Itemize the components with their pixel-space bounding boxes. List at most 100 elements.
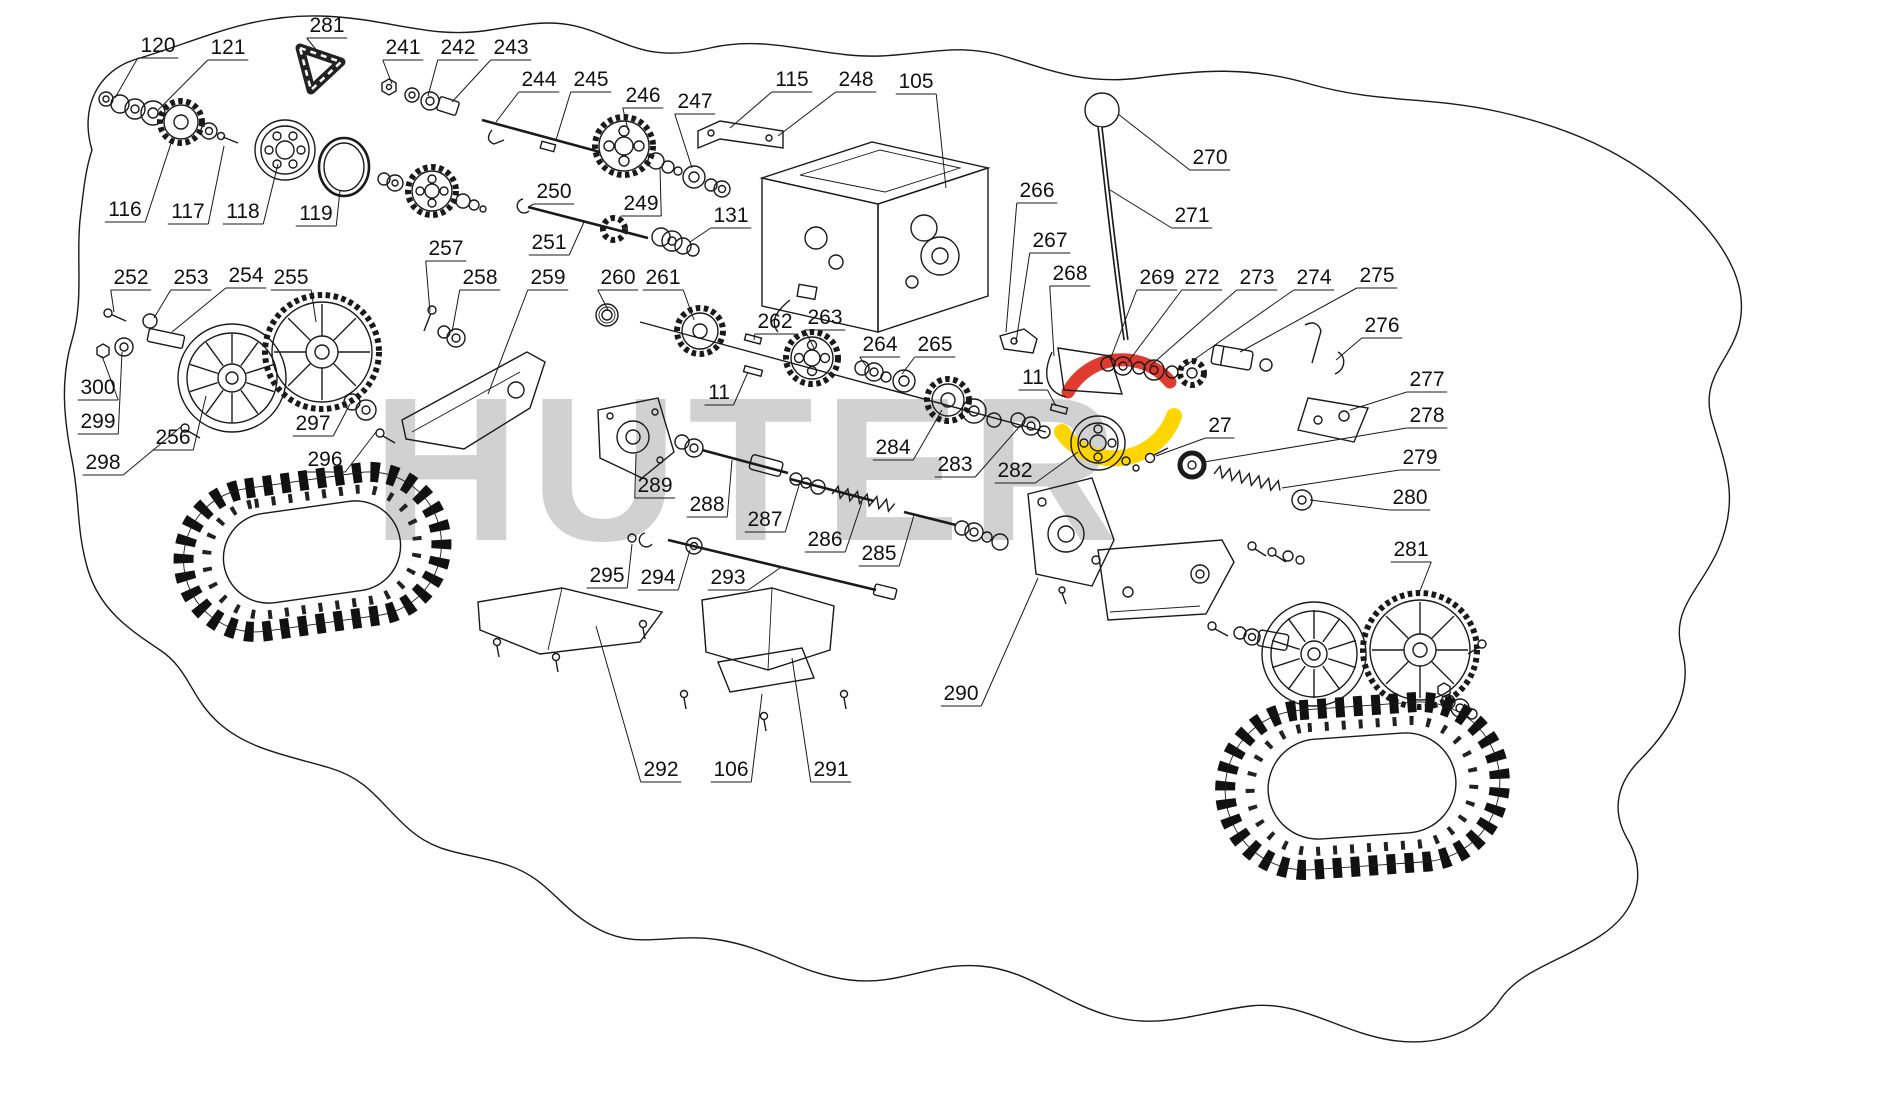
part-label-117: 117 (171, 200, 204, 223)
right-road-wheel (1207, 601, 1367, 707)
leader-line-106 (750, 693, 763, 783)
leader-line-259 (487, 289, 529, 395)
part-label-267: 267 (1032, 229, 1067, 252)
part-label-282: 282 (997, 459, 1032, 482)
part-label-246: 246 (625, 84, 660, 107)
part-label-259: 259 (530, 266, 565, 289)
leader-line-257 (425, 260, 431, 313)
part-label-266: 266 (1019, 179, 1054, 202)
part-label-106: 106 (713, 758, 748, 781)
leader-line-290 (980, 577, 1039, 707)
leader-line-131 (689, 227, 712, 243)
leader-line-268 (1049, 285, 1055, 357)
part-label-118: 118 (226, 200, 259, 223)
leader-line-286 (844, 501, 863, 553)
leader-line-255 (310, 289, 317, 323)
leader-line-121 (157, 59, 209, 111)
leader-line-273 (1149, 289, 1238, 367)
part-label-273: 273 (1239, 266, 1274, 289)
leader-line-248 (777, 91, 837, 137)
part-label-120: 120 (140, 34, 175, 57)
leader-line-266 (1005, 202, 1018, 333)
part-label-258: 258 (462, 266, 497, 289)
part-label-278: 278 (1409, 404, 1444, 427)
leader-line-281 (1417, 561, 1432, 597)
part-label-277: 277 (1409, 368, 1444, 391)
transmission-axle-parts (595, 303, 1047, 433)
part-label-299: 299 (80, 410, 115, 433)
leader-line-246 (622, 107, 629, 131)
part-label-248: 248 (838, 68, 873, 91)
part-label-119: 119 (299, 202, 332, 225)
part-label-285: 285 (861, 542, 896, 565)
part-label-296: 296 (307, 448, 342, 471)
part-label-121: 121 (210, 36, 245, 59)
leader-line-300 (101, 355, 119, 401)
part-label-265: 265 (917, 333, 952, 356)
part-label-295: 295 (589, 564, 624, 587)
lever-shaft-parts (1100, 322, 1345, 388)
leader-line-279 (1281, 469, 1400, 489)
part-label-288: 288 (689, 493, 724, 516)
leader-line-250 (529, 203, 534, 207)
part-label-300: 300 (80, 376, 115, 399)
leader-line-277 (1349, 391, 1407, 411)
part-label-261: 261 (645, 266, 680, 289)
leader-line-283 (974, 425, 1021, 478)
part-label-280: 280 (1392, 486, 1427, 509)
part-label-294: 294 (640, 566, 675, 589)
leader-line-288 (726, 459, 733, 518)
leader-line-267 (1015, 252, 1031, 343)
leader-line-297 (332, 403, 351, 437)
part-label-256: 256 (155, 426, 190, 449)
part-label-257: 257 (428, 237, 463, 260)
leader-line-282 (1034, 451, 1079, 484)
part-label-275: 275 (1359, 264, 1394, 287)
leader-line-115 (729, 91, 773, 129)
leader-line-105 (935, 93, 947, 189)
left-drive-sprocket (262, 292, 382, 412)
leader-line-245 (555, 91, 572, 141)
leader-line-254 (171, 287, 227, 333)
lever-bracket (999, 328, 1038, 354)
leader-line-120 (114, 57, 139, 99)
part-label-247: 247 (677, 90, 712, 113)
mounting-bracket (697, 120, 784, 150)
part-label-250: 250 (536, 180, 571, 203)
part-label-251: 251 (531, 231, 566, 254)
leader-line-263 (804, 329, 815, 349)
tension-spring-parts (1144, 447, 1313, 511)
right-swing-plate (1097, 539, 1305, 621)
leader-line-260 (597, 289, 609, 311)
leader-line-261 (682, 289, 695, 321)
part-label-287: 287 (747, 508, 782, 531)
left-road-wheel (96, 308, 396, 444)
leader-line-265 (901, 356, 916, 375)
leader-line-272 (1127, 289, 1183, 363)
part-label-290: 290 (943, 682, 978, 705)
part-label-272: 272 (1184, 266, 1219, 289)
input-shaft-parts (381, 78, 731, 257)
shift-lever (1046, 92, 1129, 398)
leader-line-294 (677, 549, 691, 591)
leader-line-241 (382, 59, 393, 85)
part-label-268: 268 (1052, 262, 1087, 285)
leader-line-252 (110, 289, 115, 313)
leader-line-244 (495, 91, 520, 123)
leader-line-249 (659, 167, 662, 217)
part-label-105: 105 (898, 70, 933, 93)
leader-line-11 (1047, 389, 1057, 407)
part-label-279: 279 (1402, 446, 1437, 469)
leader-line-270 (1117, 113, 1191, 171)
part-label-115: 115 (775, 68, 808, 91)
leader-line-242 (427, 59, 439, 97)
part-label-283: 283 (937, 453, 972, 476)
part-label-27: 27 (1208, 414, 1231, 437)
part-label-293: 293 (710, 566, 745, 589)
part-label-281: 281 (1393, 538, 1428, 561)
part-label-269: 269 (1139, 266, 1174, 289)
leader-line-284 (912, 409, 943, 461)
part-label-11: 11 (1022, 366, 1044, 389)
